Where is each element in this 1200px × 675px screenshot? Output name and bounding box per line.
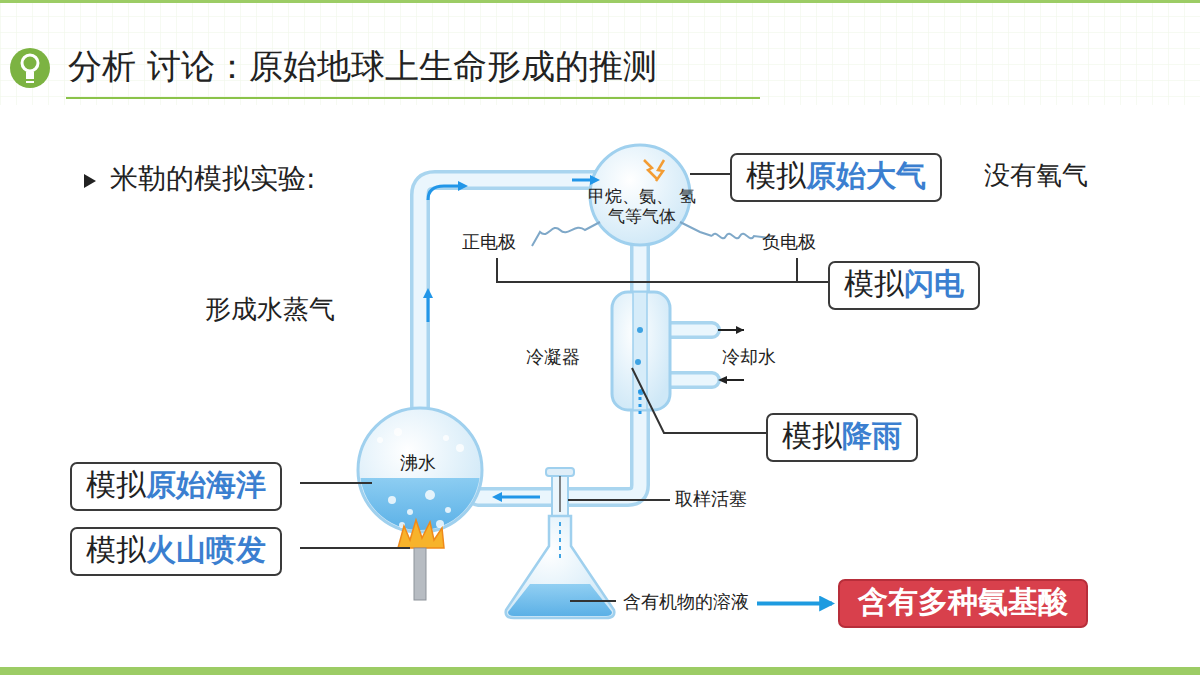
- callout-prefix: 模拟: [86, 467, 146, 502]
- electrode-label: 正电极: [462, 231, 516, 253]
- electrode-wires: [497, 222, 828, 282]
- callout-keyword: 降雨: [842, 418, 902, 453]
- callout-prefix: 模拟: [86, 532, 146, 567]
- node-text: 含有机物的溶液: [623, 591, 749, 612]
- callout-box: 模拟火山喷发: [70, 527, 282, 576]
- callout-prefix: 模拟: [746, 158, 806, 193]
- sample-flask: [506, 516, 615, 618]
- callout-keyword: 闪电: [904, 266, 964, 301]
- gas-label: 甲烷、氨、 氢气等气体: [586, 186, 698, 227]
- callout-keyword: 原始大气: [806, 158, 926, 193]
- callout-keyword: 火山喷发: [146, 532, 266, 567]
- part-label: 冷凝器: [526, 346, 580, 368]
- bullet: [84, 174, 96, 188]
- callout-box: 模拟闪电: [828, 261, 980, 310]
- node-text: 含有多种氨基酸: [858, 584, 1068, 619]
- top-rule: [0, 0, 1200, 3]
- callout-prefix: 模拟: [844, 266, 904, 301]
- sampling-stopcock: [546, 468, 574, 516]
- solution-label: 含有机物的溶液: [621, 590, 751, 614]
- handwritten-note: 没有氧气: [984, 160, 1088, 191]
- result-box: 含有多种氨基酸: [838, 579, 1088, 628]
- slide-title: 分析 讨论：原始地球上生命形成的推测: [68, 44, 657, 90]
- leader-lines: [300, 174, 766, 601]
- part-label: 冷却水: [722, 346, 776, 368]
- part-label: 取样活塞: [675, 488, 747, 510]
- lightbulb-icon: [10, 48, 50, 88]
- boiling-flask: [355, 408, 485, 538]
- bottom-rule: [0, 667, 1200, 675]
- title-band: [0, 0, 1200, 105]
- flow-arrows: [428, 180, 640, 497]
- result-arrow: [757, 602, 832, 606]
- callout-prefix: 模拟: [782, 418, 842, 453]
- electrode-label: 负电极: [762, 231, 816, 253]
- callout-keyword: 原始海洋: [146, 467, 266, 502]
- part-label: 沸水: [400, 452, 436, 474]
- title-underline: [66, 97, 760, 99]
- flow-arrowheads: [423, 175, 600, 502]
- callout-box: 模拟原始海洋: [70, 462, 282, 511]
- burner-flame: [398, 520, 444, 600]
- callout-box: 模拟原始大气: [730, 153, 942, 202]
- experiment-heading: 米勒的模拟实验:: [110, 162, 315, 196]
- handwritten-note: 形成水蒸气: [205, 294, 335, 325]
- callout-box: 模拟降雨: [766, 413, 918, 462]
